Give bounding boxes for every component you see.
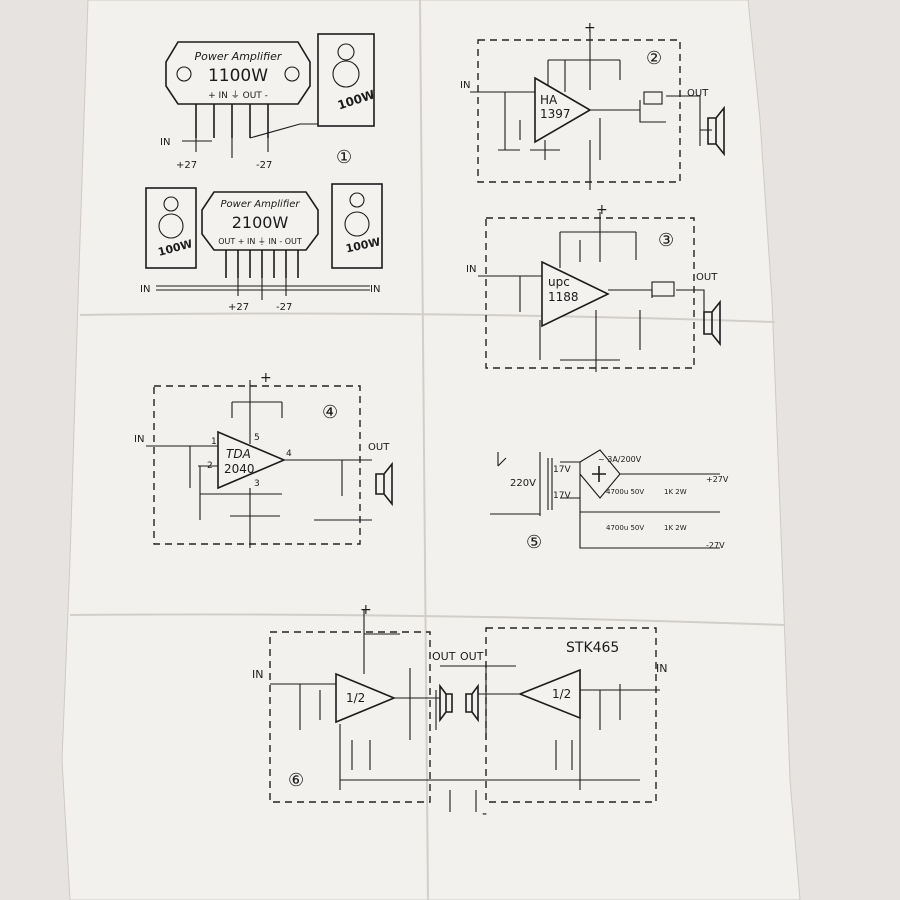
res-top-rating: 1K 2W: [664, 488, 687, 496]
chip-name: STK465: [566, 640, 619, 656]
amplifier-triangle-icon: [217, 430, 287, 490]
module1-body: [165, 41, 311, 105]
amplifier-triangle-icon: [335, 672, 397, 724]
speaker-cabinet-icon: [317, 33, 375, 127]
module1-power: 1100W: [208, 66, 268, 86]
mount-hole-icon: [284, 66, 300, 82]
pin-label: 3: [254, 479, 260, 489]
paper-sheet: [61, 0, 801, 900]
module1-title: Power Amplifier: [195, 50, 283, 63]
output-label: OUT: [368, 442, 390, 453]
mains-voltage: 220V: [510, 478, 536, 489]
bridge-rectifier-icon: [592, 466, 606, 482]
pin-label: 5: [254, 433, 260, 443]
output-label: OUT: [696, 272, 718, 283]
chip-number: 1397: [540, 107, 571, 121]
mount-hole-icon: [176, 66, 192, 82]
module1-vpos: +27: [176, 160, 197, 171]
circuit-number: ②: [646, 48, 662, 69]
circuit-upc1188: ③ upc 1188 + IN OUT: [466, 202, 721, 372]
res-bottom-rating: 1K 2W: [664, 524, 687, 532]
chip-name: upc: [548, 275, 570, 289]
output-right-label: OUT: [460, 650, 484, 663]
module2-title: Power Amplifier: [221, 199, 301, 210]
cap-bottom-rating: 4700u 50V: [606, 524, 644, 532]
input-label: IN: [460, 80, 470, 91]
circuit-number: ⑥: [288, 770, 304, 791]
supply-plus: +: [360, 602, 372, 618]
cap-top-rating: 4700u 50V: [606, 488, 644, 496]
chip-name: HA: [540, 93, 558, 107]
coil-icon: [651, 281, 675, 297]
module1-vneg: -27: [256, 160, 272, 171]
chip-name: TDA: [226, 447, 251, 461]
amplifier-triangle-icon: [534, 76, 592, 144]
secondary-top: 17V: [553, 465, 571, 475]
amplifier-triangle-icon: [517, 668, 581, 720]
output-vneg: -27V: [706, 541, 725, 550]
module1-pin-labels: + IN ⏚ OUT -: [208, 90, 268, 101]
module2-body: [201, 191, 319, 251]
supply-plus: +: [260, 370, 272, 386]
half-left-label: 1/2: [346, 691, 365, 705]
supply-plus: +: [596, 202, 608, 218]
circuit-number: ⑤: [526, 532, 542, 553]
circuit-number: ①: [336, 147, 352, 168]
half-right-label: 1/2: [552, 687, 571, 701]
module1-in-label: IN: [160, 137, 170, 148]
coil-icon: [643, 91, 663, 105]
module2-power: 2100W: [232, 213, 289, 232]
amplifier-triangle-icon: [541, 260, 610, 328]
circuit-stk465: + - STK465 1/2 1/2 IN IN OUT OUT ⑥: [252, 602, 667, 822]
output-vpos: +27V: [706, 475, 729, 484]
chip-number: 2040: [224, 462, 255, 476]
module2-in-right: IN: [370, 284, 380, 295]
module2-vpos: +27: [228, 302, 249, 313]
input-label: IN: [466, 264, 476, 275]
circuit-ha1397: ② HA 1397 + IN OUT: [460, 20, 725, 190]
bridge-rating: ~ 3A/200V: [598, 455, 642, 464]
input-left-label: IN: [252, 668, 263, 681]
circuit-number: ④: [322, 402, 338, 423]
module-2100w: 100W Power Amplifier 2100W OUT + IN ⏚ IN…: [140, 183, 383, 313]
speaker-cabinet-icon: [331, 183, 383, 269]
output-label: OUT: [687, 88, 709, 99]
circuit-power-supply: 220V 17V 17V ~ 3A/200V 4700u 50V 4700u 5…: [490, 449, 729, 553]
module2-pin-labels: OUT + IN ⏚ IN - OUT: [218, 237, 302, 246]
supply-minus: -: [482, 806, 487, 822]
module2-in-left: IN: [140, 284, 150, 295]
input-label: IN: [134, 434, 144, 445]
speaker-cabinet-icon: [145, 187, 197, 269]
output-left-label: OUT: [432, 650, 456, 663]
supply-plus: +: [584, 20, 596, 36]
secondary-bottom: 17V: [553, 491, 571, 501]
circuit-number: ③: [658, 230, 674, 251]
paper-fold-line-2: [69, 613, 786, 626]
module-1100w: Power Amplifier 1100W + IN ⏚ OUT - IN +2…: [160, 33, 377, 171]
input-right-label: IN: [656, 662, 667, 675]
pin-label: 4: [286, 449, 292, 459]
pin-label: 1: [211, 437, 217, 447]
chip-number: 1188: [548, 290, 579, 304]
module2-vneg: -27: [276, 302, 292, 313]
paper-fold-line-3: [419, 0, 429, 900]
circuit-tda2040: ④ TDA 2040 1 2 3 4 5 + IN OUT: [134, 370, 393, 548]
